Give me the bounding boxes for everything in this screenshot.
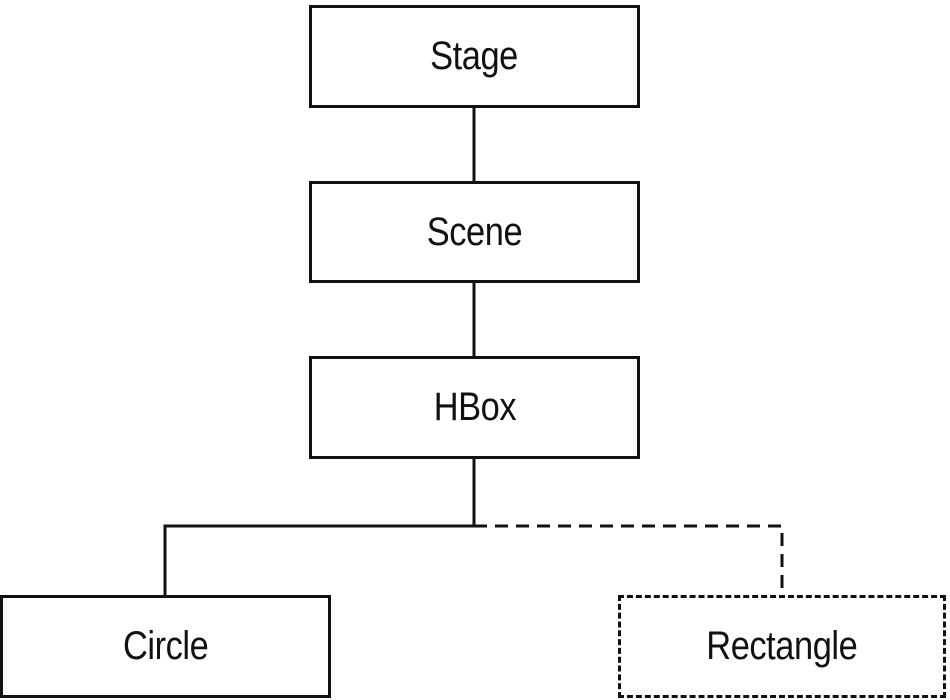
node-hbox: HBox: [309, 356, 640, 459]
node-hbox-label: HBox: [433, 385, 516, 429]
node-rectangle: Rectangle: [618, 595, 946, 698]
edge-hbox-rectangle: [474, 524, 784, 595]
node-scene-label: Scene: [426, 209, 523, 254]
node-circle-label: Circle: [122, 624, 209, 668]
node-stage-label: Stage: [430, 34, 519, 78]
node-circle: Circle: [0, 595, 331, 698]
node-scene: Scene: [309, 181, 640, 283]
node-stage: Stage: [309, 5, 640, 108]
node-rectangle-label: Rectangle: [706, 624, 858, 668]
edge-hbox-circle: [163, 459, 476, 595]
